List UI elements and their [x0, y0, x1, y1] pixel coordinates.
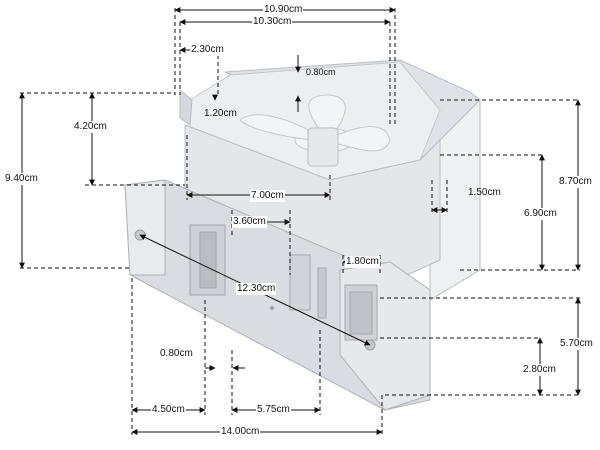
dim-label-base-5-75: 5.75cm	[256, 404, 291, 416]
dim-label-width-10-30: 10.30cm	[252, 16, 293, 28]
dim-label-lip-1-20: 1.20cm	[204, 108, 237, 119]
dim-label-gap-1-50: 1.50cm	[468, 187, 501, 198]
dim-label-inlet-2-30: 2.30cm	[190, 44, 225, 56]
dim-label-diag-12-30: 12.30cm	[236, 283, 277, 295]
dim-label-height-4-20: 4.20cm	[73, 121, 108, 133]
dim-label-wall-0-80: 0.80cm	[160, 348, 193, 359]
dim-label-height-6-90: 6.90cm	[523, 208, 558, 220]
dim-label-height-5-70: 5.70cm	[559, 338, 594, 350]
dim-label-height-8-70: 8.70cm	[558, 176, 593, 188]
dim-label-base-4-50: 4.50cm	[151, 404, 186, 416]
dim-label-height-2-80: 2.80cm	[522, 364, 557, 376]
dim-label-width-7-00: 7.00cm	[250, 190, 285, 202]
fan-impeller	[239, 94, 391, 167]
dim-label-slot-1-80: 1.80cm	[345, 256, 380, 268]
dim-label-slot-3-60: 3.60cm	[232, 216, 267, 228]
dim-label-base-14-00: 14.00cm	[220, 426, 261, 438]
dim-label-rim-0-80: 0.80cm	[306, 67, 336, 77]
dim-label-width-10-90: 10.90cm	[263, 4, 304, 16]
dim-label-height-9-40: 9.40cm	[4, 173, 39, 185]
